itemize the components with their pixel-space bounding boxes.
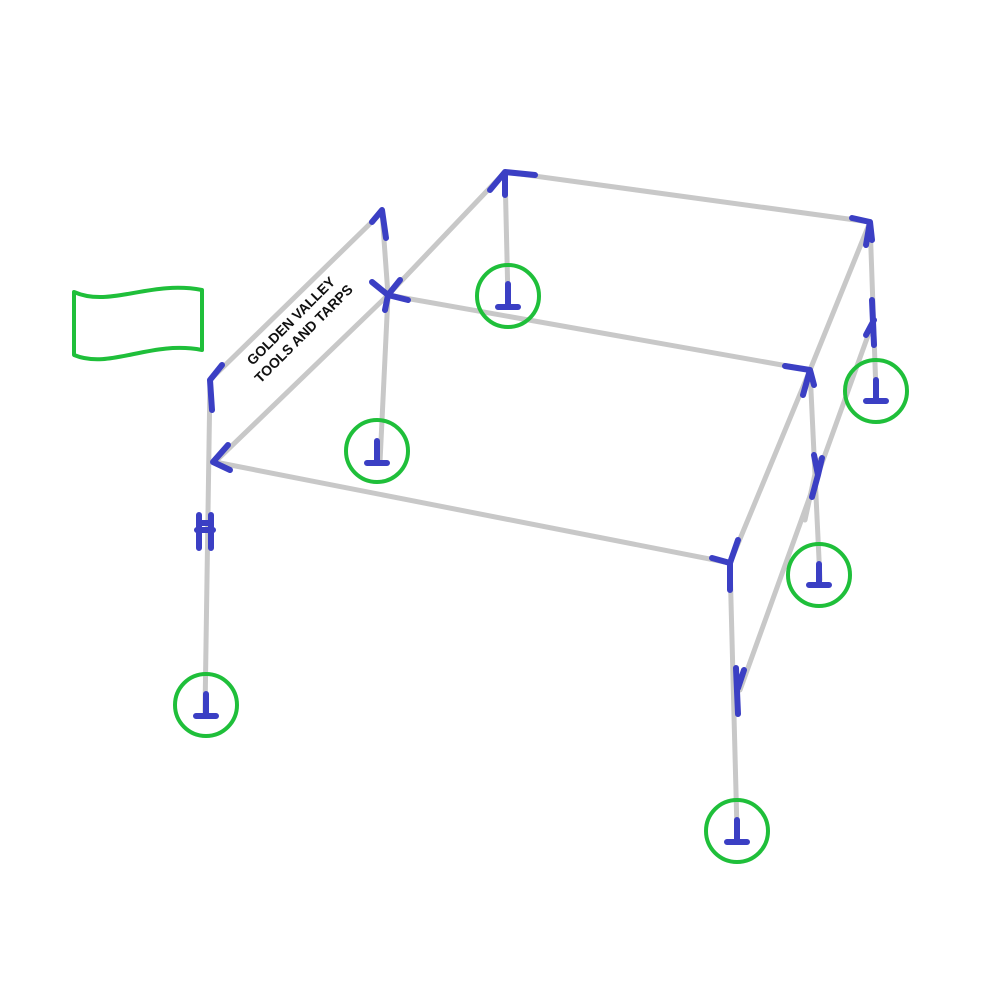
connector-set xyxy=(194,169,877,717)
pole-left-diagonal xyxy=(212,292,391,465)
pole-banner-top xyxy=(207,209,385,383)
connector-front-left-corner xyxy=(210,442,233,473)
leg-middle-left xyxy=(377,292,391,465)
connector-right-leg-joint xyxy=(863,297,877,348)
ground-stake-marker xyxy=(843,358,909,424)
connector-middle-left-corner xyxy=(369,277,411,313)
pole-front-right xyxy=(727,367,813,566)
pole-top-right xyxy=(807,219,873,373)
banner: GOLDEN VALLEY TOOLS AND TARPS xyxy=(243,273,355,386)
ground-stake-marker xyxy=(704,798,770,864)
leg-front-right xyxy=(727,560,740,833)
pole-top-left-back xyxy=(385,169,508,298)
connector-front-leg-joint xyxy=(733,665,747,717)
ground-stake-marker xyxy=(786,542,852,608)
connector-top-right-corner xyxy=(849,215,875,248)
stake-markers xyxy=(173,263,909,864)
connector-flag-clamp xyxy=(194,512,216,551)
pole-top-middle xyxy=(385,292,813,373)
pole-front-top xyxy=(212,459,733,566)
flag-icon xyxy=(72,285,204,362)
connector-banner-top xyxy=(369,207,389,241)
ground-stake-marker xyxy=(475,263,541,329)
pole-frame xyxy=(202,169,879,833)
connector-top-back-corner xyxy=(487,169,538,198)
connector-banner-bottom xyxy=(207,362,225,413)
ground-stake-marker xyxy=(344,418,410,484)
connector-middle-right-corner xyxy=(782,363,817,398)
ground-stake-marker xyxy=(173,672,239,738)
leg-front-left xyxy=(202,377,213,715)
pole-top-back xyxy=(502,169,873,225)
connector-right-brace-joint xyxy=(809,452,825,500)
connector-front-right-corner xyxy=(709,537,741,593)
